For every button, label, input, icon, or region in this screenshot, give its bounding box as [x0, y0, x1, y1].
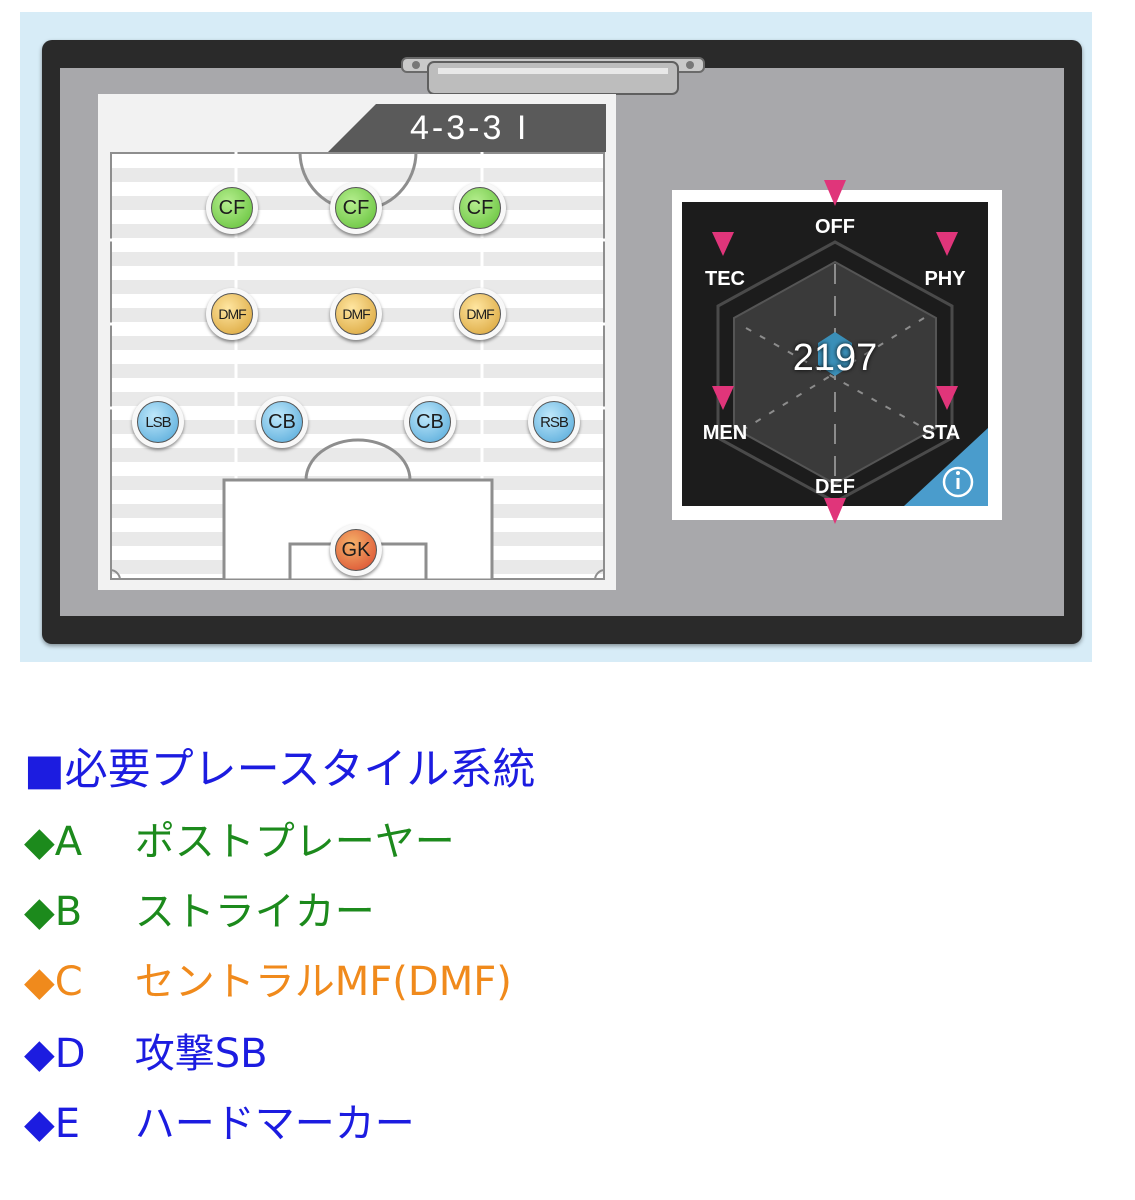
position-cf-left[interactable]: CF	[206, 182, 258, 234]
playstyle-name: 攻撃SB	[134, 1031, 268, 1077]
team-rating: 2197	[792, 337, 878, 379]
formation-tab	[328, 104, 606, 152]
playstyle-code: C	[54, 959, 83, 1005]
position-cb-right[interactable]: CB	[404, 396, 456, 448]
position-cf-right[interactable]: CF	[454, 182, 506, 234]
playstyle-code: D	[54, 1031, 86, 1077]
position-rsb[interactable]: RSB	[528, 396, 580, 448]
clipboard-clip	[401, 57, 705, 95]
radar-label-def: DEF	[815, 476, 855, 498]
playstyle-name: ストライカー	[134, 889, 375, 935]
playstyle-name: ポストプレーヤー	[134, 819, 455, 865]
position-dmf-left[interactable]: DMF	[206, 288, 258, 340]
radar-chart	[716, 240, 988, 506]
position-gk[interactable]: GK	[330, 524, 382, 576]
radar-label-off: OFF	[815, 216, 855, 238]
position-dmf-right[interactable]: DMF	[454, 288, 506, 340]
info-icon[interactable]	[940, 464, 976, 500]
position-cb-left[interactable]: CB	[256, 396, 308, 448]
playstyle-item-b: ◆B ストライカー	[24, 884, 375, 940]
playstyle-code: E	[54, 1101, 81, 1147]
diamond-icon: ◆	[24, 819, 55, 865]
playstyle-code: A	[54, 819, 83, 865]
position-cf-center[interactable]: CF	[330, 182, 382, 234]
playstyle-name: ハードマーカー	[134, 1101, 415, 1147]
playstyle-heading: ■必要プレースタイル系統	[24, 745, 536, 795]
diamond-icon: ◆	[24, 889, 55, 935]
radar-label-phy: PHY	[924, 268, 966, 290]
playstyle-item-d: ◆D 攻撃SB	[24, 1026, 268, 1082]
formation-name: 4-3-3 I	[410, 109, 530, 147]
playstyle-item-e: ◆E ハードマーカー	[24, 1096, 415, 1152]
radar-label-men: MEN	[702, 422, 748, 444]
radar-markers	[712, 180, 958, 524]
radar-label-sta: STA	[921, 422, 961, 444]
diamond-icon: ◆	[24, 959, 55, 1005]
diamond-icon: ◆	[24, 1101, 55, 1147]
playstyle-item-c: ◆C セントラルMF(DMF)	[24, 954, 512, 1010]
position-dmf-center[interactable]: DMF	[330, 288, 382, 340]
diamond-icon: ◆	[24, 1031, 55, 1077]
playstyle-item-a: ◆A ポストプレーヤー	[24, 814, 455, 870]
playstyle-code: B	[54, 889, 83, 935]
playstyle-name: セントラルMF(DMF)	[134, 959, 512, 1005]
radar-label-tec: TEC	[705, 268, 745, 290]
position-lsb[interactable]: LSB	[132, 396, 184, 448]
